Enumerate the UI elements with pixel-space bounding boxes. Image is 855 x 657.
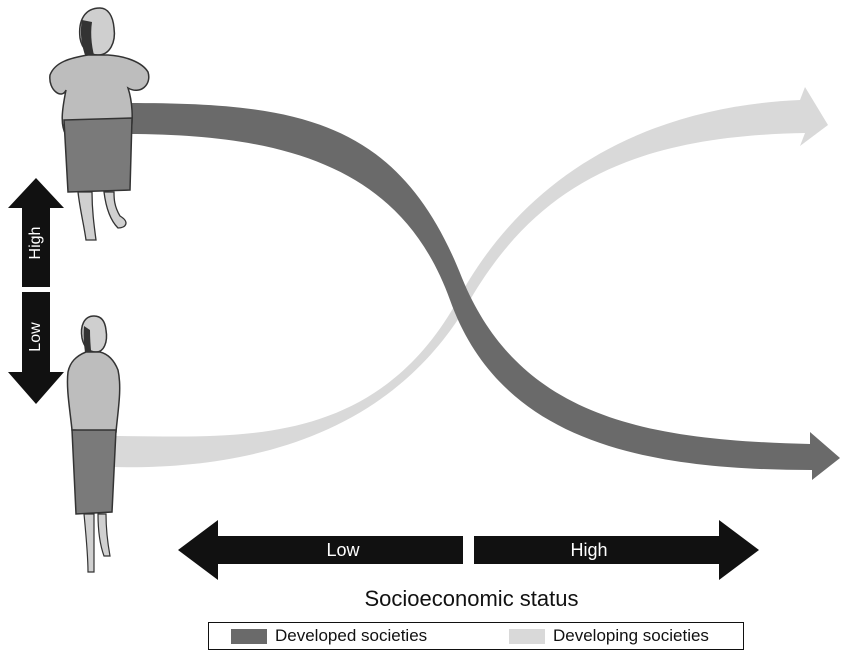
weight-low-label: Low [27,322,44,352]
developed-legend-label: Developed societies [275,626,428,645]
weight-high-label: High [27,226,44,260]
weight-low-arrow-shape [8,292,64,404]
legend: Developed societies Developing societies [208,622,744,650]
ses-low-arrow: Low [178,520,463,580]
ses-high-arrow-shape [474,520,759,580]
overweight-woman-figure-icon [49,7,150,241]
developing-societies-flow [112,87,828,468]
developing-legend-swatch [509,629,545,644]
weight-high-arrow-shape [8,178,64,287]
weight-high-arrow: High [6,178,66,287]
ses-low-label: Low [326,540,360,560]
ses-high-label: High [570,540,608,560]
developed-societies-flow [128,103,840,480]
ses-axis-title: Socioeconomic status [364,586,579,611]
ses-high-arrow: High [474,520,759,580]
developed-legend-swatch [231,629,267,644]
developing-legend-label: Developing societies [553,626,709,645]
weight-low-arrow: Low [6,292,66,405]
thin-woman-figure-icon [66,315,121,573]
ses-low-arrow-shape [178,520,463,580]
